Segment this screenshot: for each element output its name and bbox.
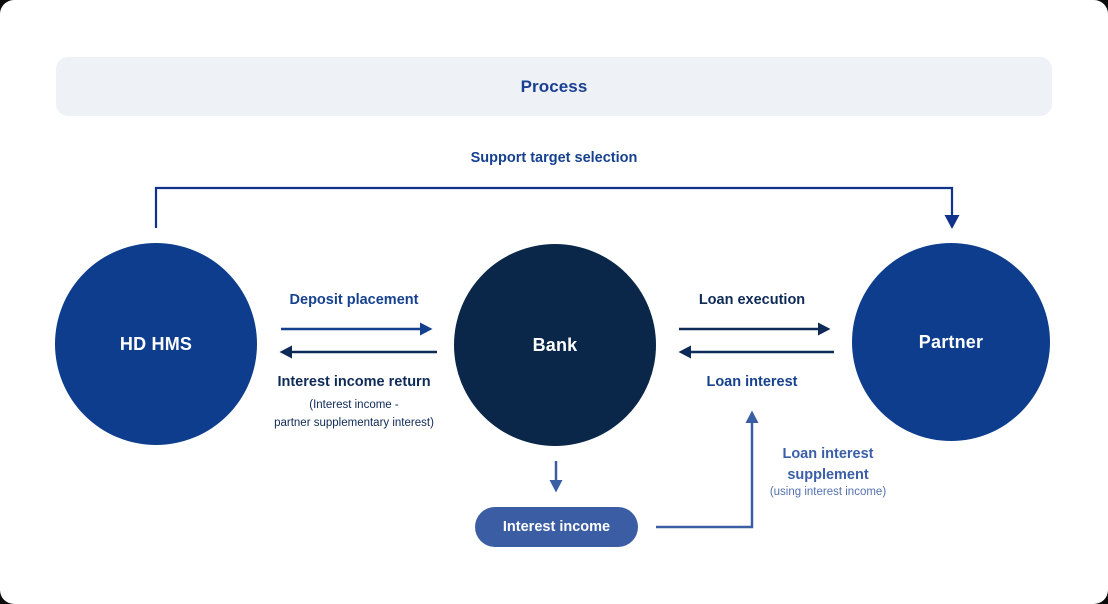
- arrowhead-left-icon: [279, 345, 292, 359]
- loan-execution-arrow: [679, 322, 831, 336]
- interest-income-pill: Interest income: [475, 507, 638, 547]
- loan-interest-supplement-arrow: [656, 410, 759, 529]
- loan-interest-label: Loan interest: [706, 374, 798, 390]
- arrowhead-down-icon: [944, 215, 960, 229]
- support-target-selection-label: Support target selection: [470, 150, 638, 166]
- bank-to-interest-income-arrow: [549, 461, 563, 493]
- node-partner-label: Partner: [918, 331, 984, 352]
- arrowhead-right-icon: [420, 322, 433, 336]
- loan-interest-supplement-note: (using interest income): [769, 486, 887, 498]
- interest-income-return-label: Interest income return: [277, 374, 431, 390]
- arrowhead-right-icon: [818, 322, 831, 336]
- arrowhead-down-icon: [549, 480, 563, 493]
- process-header: Process: [56, 57, 1052, 116]
- interest-income-return-note: (Interest income - partner supplementary…: [244, 396, 464, 432]
- interest-income-pill-label: Interest income: [502, 519, 611, 535]
- arrowhead-left-icon: [678, 345, 691, 359]
- deposit-placement-arrow: [281, 322, 433, 336]
- node-partner: Partner: [852, 243, 1050, 441]
- loan-interest-supplement-label: Loan interest supplement: [782, 446, 874, 483]
- support-target-selection-arrow: [154, 186, 960, 229]
- node-hd-hms-label: HD HMS: [119, 333, 193, 354]
- interest-income-return-arrow: [279, 345, 437, 359]
- deposit-placement-label: Deposit placement: [289, 292, 419, 308]
- node-hd-hms: HD HMS: [55, 243, 257, 445]
- interest-income-return-note-line2: partner supplementary interest): [274, 417, 434, 429]
- loan-interest-arrow: [678, 345, 834, 359]
- page-title: Process: [520, 76, 588, 96]
- interest-income-return-note-line1: (Interest income -: [309, 399, 399, 411]
- loan-execution-label: Loan execution: [698, 292, 806, 308]
- arrowhead-up-icon: [745, 410, 759, 423]
- node-bank-label: Bank: [532, 334, 578, 355]
- node-bank: Bank: [454, 244, 656, 446]
